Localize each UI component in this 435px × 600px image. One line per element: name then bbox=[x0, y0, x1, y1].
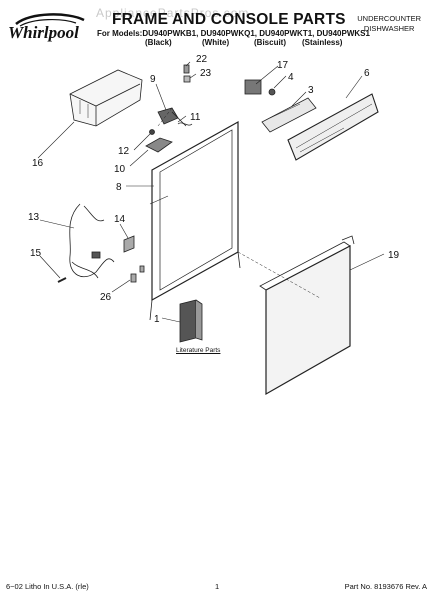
callout-22: 22 bbox=[196, 54, 208, 65]
model-list: For Models:DU940PWKB1, DU940PWKQ1, DU940… bbox=[97, 29, 370, 38]
product-type: UNDERCOUNTER DISHWASHER bbox=[357, 14, 421, 34]
footer-page-number: 1 bbox=[215, 582, 220, 591]
footer-litho: 6−02 Litho In U.S.A. (rle) bbox=[6, 582, 89, 591]
callout-16: 16 bbox=[32, 158, 44, 169]
page-title: FRAME AND CONSOLE PARTS bbox=[112, 11, 346, 28]
callout-9: 9 bbox=[150, 74, 156, 85]
part-15-screw bbox=[57, 277, 67, 283]
callout-23: 23 bbox=[200, 68, 212, 79]
part-3-control-panel bbox=[261, 97, 317, 133]
part-23-clip bbox=[183, 75, 191, 83]
callout-10: 10 bbox=[114, 164, 126, 175]
callout-6: 6 bbox=[364, 68, 370, 79]
whirlpool-logo: Whirlpool bbox=[6, 10, 94, 55]
callout-11: 11 bbox=[190, 112, 201, 123]
part-6-console bbox=[287, 93, 379, 161]
callout-26: 26 bbox=[100, 292, 112, 303]
finish-black: (Black) bbox=[145, 38, 172, 47]
callout-4: 4 bbox=[288, 72, 294, 83]
callout-1: 1 bbox=[154, 314, 160, 325]
part-8-frame bbox=[149, 120, 241, 321]
part-4-knob bbox=[268, 88, 276, 96]
part-10-hinge-block bbox=[145, 137, 173, 153]
product-line-2: DISHWASHER bbox=[363, 24, 415, 33]
callout-17: 17 bbox=[277, 60, 289, 71]
callout-15: 15 bbox=[30, 248, 42, 259]
whirlpool-swirl-icon bbox=[15, 13, 85, 27]
callout-19: 19 bbox=[388, 250, 400, 261]
part-11-spring bbox=[177, 122, 193, 126]
finish-stainless: (Stainless) bbox=[302, 38, 343, 47]
callout-3: 3 bbox=[308, 85, 314, 96]
part-26-fastener bbox=[130, 265, 145, 283]
part-22-screw bbox=[183, 64, 190, 74]
product-line-1: UNDERCOUNTER bbox=[357, 14, 421, 23]
callout-8: 8 bbox=[116, 182, 122, 193]
part-19-door-panel bbox=[259, 235, 355, 396]
finish-white: (White) bbox=[202, 38, 230, 47]
callout-13: 13 bbox=[28, 212, 40, 223]
part-1-literature bbox=[179, 299, 203, 343]
literature-parts-label: Literature Parts bbox=[176, 347, 221, 354]
callout-12: 12 bbox=[118, 146, 130, 157]
callout-14: 14 bbox=[114, 214, 126, 225]
part-14-bracket bbox=[123, 235, 135, 253]
part-16-bracket bbox=[69, 69, 143, 127]
watermark: AppliancePartsPros.com bbox=[96, 6, 250, 20]
footer-part-number: Part No. 8193676 Rev. A bbox=[344, 582, 427, 591]
finish-biscuit: (Biscuit) bbox=[254, 38, 286, 47]
part-13-wire-harness bbox=[69, 203, 115, 279]
brand-name: Whirlpool bbox=[8, 23, 79, 42]
part-12-pin bbox=[149, 129, 155, 135]
